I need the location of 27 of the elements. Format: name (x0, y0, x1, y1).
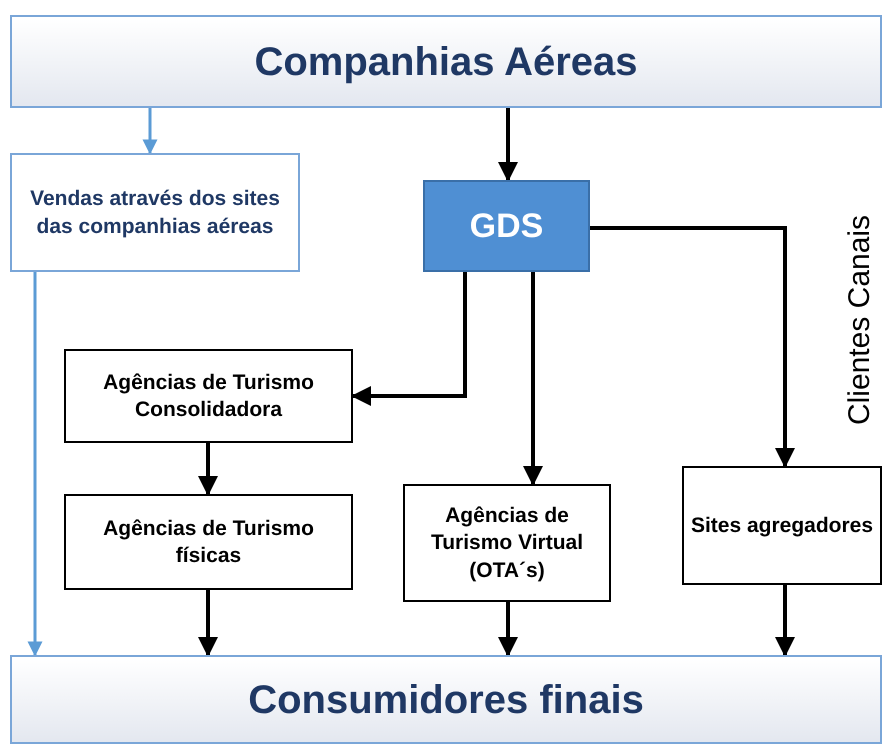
arrow (198, 443, 218, 496)
footer-band (10, 655, 882, 744)
node-label: Agências de Turismo Consolidadora (102, 370, 315, 423)
process-box (10, 153, 300, 272)
process-box (423, 180, 590, 272)
arrow (523, 272, 543, 486)
process-box (403, 484, 611, 602)
arrow (498, 108, 518, 182)
arrow (498, 602, 518, 657)
node-label: GDS (470, 206, 544, 247)
process-box (682, 466, 882, 585)
arrow (142, 108, 158, 154)
side-label: Clientes Canais (843, 214, 877, 426)
process-box (64, 494, 353, 590)
header-band (10, 15, 882, 108)
node-label: Agências de Turismo físicas (102, 516, 315, 569)
node-label: Consumidores finais (248, 676, 644, 724)
arrow (590, 226, 795, 468)
arrow (28, 272, 42, 656)
process-box (64, 349, 353, 443)
arrow (198, 590, 218, 657)
node-label: Sites agregadores (690, 512, 874, 539)
arrow (351, 272, 467, 406)
arrow (775, 585, 795, 657)
node-label: Vendas através dos sites das companhias aéreas (29, 186, 281, 240)
node-label: Companhias Aéreas (254, 38, 638, 86)
node-label: Agências de Turismo Virtual (OTA´s) (430, 503, 584, 584)
